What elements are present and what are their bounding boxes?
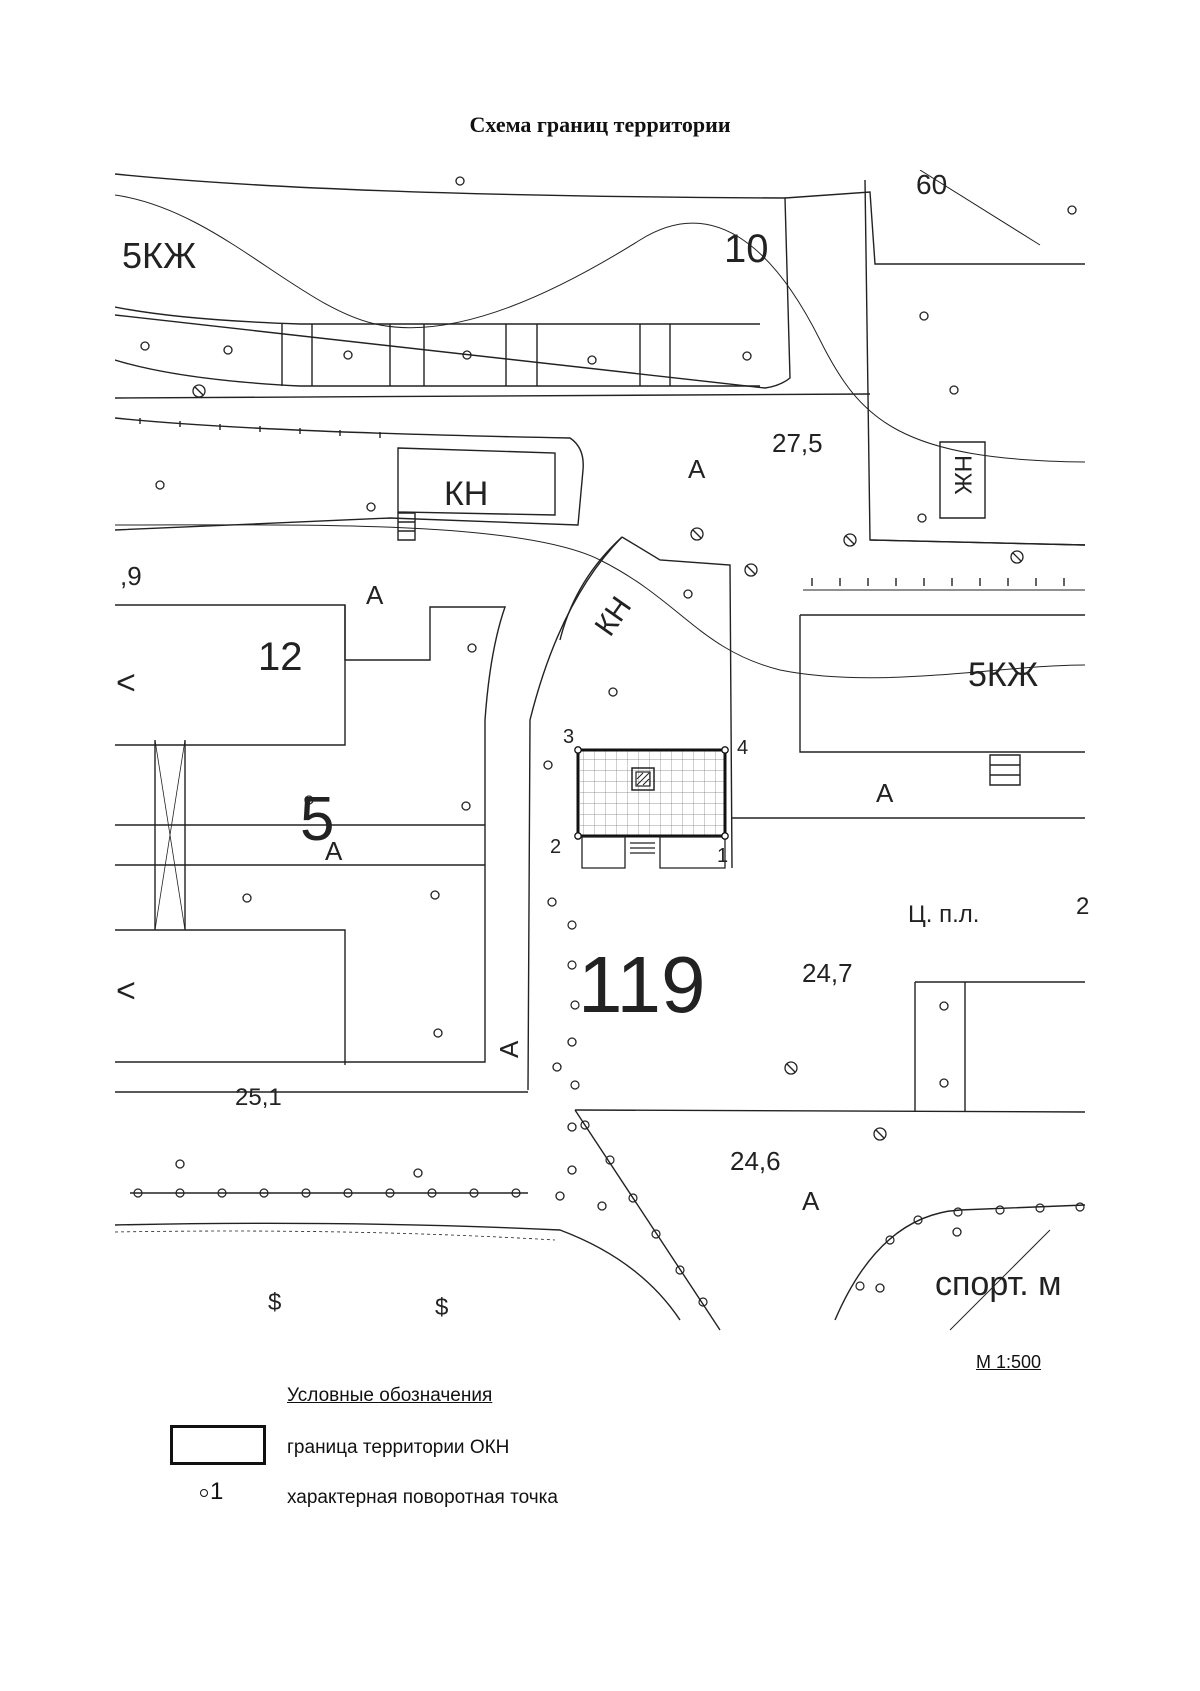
- legend-boundary-label: граница территории ОКН: [287, 1437, 510, 1458]
- boundary-point-2-label: 2: [550, 836, 561, 858]
- legend-point-number: 1: [210, 1478, 224, 1505]
- label-a-6: А: [802, 1186, 820, 1216]
- label-kn-building: КН: [444, 475, 488, 513]
- label-dollar-1: $: [268, 1289, 281, 1316]
- boundary-point-1-label: 1: [717, 845, 728, 867]
- legend-point-label: характерная поворотная точка: [287, 1487, 558, 1508]
- label-block-119: 119: [578, 940, 706, 1029]
- boundary-point-3-marker: [574, 746, 582, 754]
- label-a-2: А: [366, 580, 384, 610]
- label-a-5: А: [494, 1040, 524, 1058]
- map-text-labels: 5КЖ 10 60 КН КН НЖ 27,5 А А ,9 12 < 5 А …: [0, 0, 1089, 1321]
- label-zone-right: 5КЖ: [968, 656, 1038, 694]
- label-k-1: <: [116, 664, 136, 702]
- label-c-pl: Ц. п.л.: [908, 901, 979, 928]
- map-title: Схема границ территории: [469, 112, 731, 137]
- fence-posts: [133, 920, 1085, 1307]
- label-block-5: 5: [300, 785, 334, 854]
- boundary-point-4-label: 4: [737, 737, 748, 759]
- boundary-point-3-label: 3: [563, 726, 574, 748]
- label-k-2: <: [116, 972, 136, 1010]
- label-dollar-2: $: [435, 1294, 448, 1321]
- okn-boundary: [576, 748, 727, 838]
- map-symbols: [140, 176, 1077, 1293]
- map-scale: М 1:500: [976, 1352, 1042, 1372]
- okn-territory: 1 2 3 4: [550, 726, 748, 869]
- legend-point-dot-icon: [200, 1488, 208, 1497]
- label-a-7: А: [0, 0, 1, 1]
- label-elevation-24-6: 24,6: [730, 1146, 781, 1176]
- label-frag-9: ,9: [120, 561, 142, 591]
- label-block-10: 10: [724, 227, 769, 271]
- label-a-1: А: [688, 454, 706, 484]
- label-a-3: А: [325, 836, 343, 866]
- label-frag-2: 2: [1076, 893, 1089, 920]
- legend-boundary-swatch: [170, 1425, 266, 1465]
- legend-heading: Условные обозначения: [287, 1385, 493, 1406]
- label-elevation-24-7: 24,7: [802, 958, 853, 988]
- legend-point-symbol: 1: [200, 1478, 223, 1506]
- map-crossed-symbols: [192, 384, 1024, 1141]
- label-elevation-25-1: 25,1: [235, 1084, 282, 1111]
- label-zone-top-left: 5КЖ: [122, 235, 196, 276]
- boundary-point-4-marker: [721, 746, 729, 754]
- label-a-4: А: [876, 778, 894, 808]
- label-elevation-27-5: 27,5: [772, 428, 823, 458]
- boundary-point-1-marker: [721, 832, 729, 840]
- label-sport: спорт. м: [935, 1265, 1062, 1303]
- label-kn-rotated: КН: [589, 591, 638, 642]
- label-nzh-rotated: НЖ: [949, 455, 976, 495]
- label-frag-60: 60: [916, 169, 947, 200]
- boundary-point-2-marker: [574, 832, 582, 840]
- label-block-12: 12: [258, 635, 303, 679]
- map-linework: [115, 170, 1085, 1331]
